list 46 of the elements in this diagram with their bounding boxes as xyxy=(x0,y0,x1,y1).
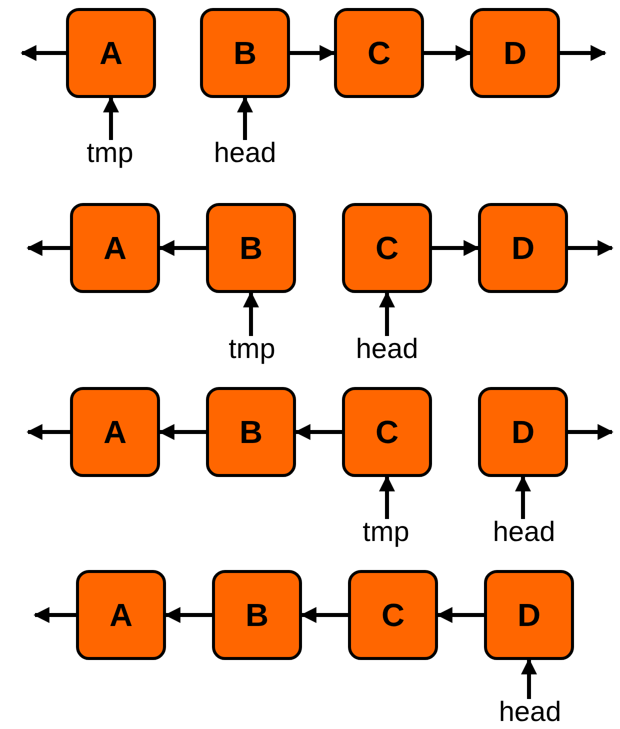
pointer-label: head xyxy=(356,334,418,364)
pointer-arrow xyxy=(243,291,259,336)
list-node-box: C xyxy=(348,570,438,660)
pointer-arrow xyxy=(379,475,395,519)
pointer-arrow xyxy=(300,607,348,623)
pointer-arrow xyxy=(379,291,395,336)
pointer-arrow xyxy=(237,96,253,140)
list-node-box: C xyxy=(342,203,432,293)
pointer-arrow xyxy=(424,45,472,61)
pointer-arrow xyxy=(568,240,614,256)
pointer-arrow xyxy=(26,240,70,256)
list-node-box: D xyxy=(478,203,568,293)
pointer-arrow xyxy=(20,45,66,61)
list-node-box: B xyxy=(206,203,296,293)
pointer-label: head xyxy=(498,697,562,727)
list-node-box: B xyxy=(200,8,290,98)
pointer-arrow xyxy=(26,424,70,440)
pointer-arrow xyxy=(436,607,484,623)
list-node-box: D xyxy=(478,387,568,477)
list-node-box: B xyxy=(212,570,302,660)
pointer-label: head xyxy=(492,517,556,547)
pointer-arrow xyxy=(560,45,607,61)
list-node-box: A xyxy=(70,203,160,293)
pointer-arrow xyxy=(432,240,480,256)
list-node-box: D xyxy=(484,570,574,660)
pointer-arrow xyxy=(290,45,336,61)
pointer-arrow xyxy=(158,424,206,440)
list-node-box: A xyxy=(76,570,166,660)
pointer-arrow xyxy=(568,424,614,440)
list-node-box: C xyxy=(334,8,424,98)
list-node-box: D xyxy=(470,8,560,98)
pointer-arrow xyxy=(294,424,342,440)
pointer-label: tmp xyxy=(228,334,276,364)
pointer-arrow xyxy=(158,240,206,256)
pointer-arrow xyxy=(33,607,76,623)
list-node-box: A xyxy=(66,8,156,98)
pointer-arrow xyxy=(103,96,119,140)
pointer-arrow xyxy=(521,658,537,699)
pointer-label: head xyxy=(214,138,276,168)
pointer-label: tmp xyxy=(86,138,134,168)
pointer-arrow xyxy=(164,607,212,623)
list-node-box: B xyxy=(206,387,296,477)
list-node-box: A xyxy=(70,387,160,477)
list-node-box: C xyxy=(342,387,432,477)
pointer-arrow xyxy=(515,475,531,519)
pointer-label: tmp xyxy=(362,517,410,547)
